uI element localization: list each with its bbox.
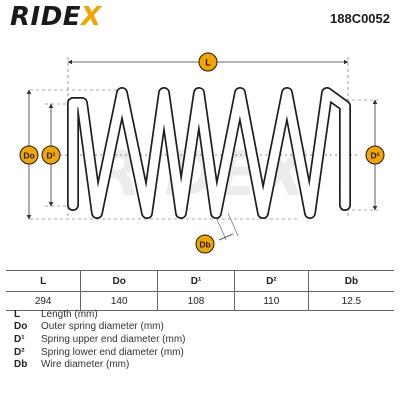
legend-item: L Length (mm) [14, 308, 186, 321]
value-length: 294 [6, 291, 81, 311]
label-length: L [198, 52, 218, 72]
label-upper-end-diameter: D¹ [41, 145, 61, 165]
legend-text: Wire diameter (mm) [41, 359, 130, 371]
brand-logo-x: X [81, 2, 102, 32]
header-lower-end-diameter: D² [233, 270, 309, 292]
legend-key: Db [14, 359, 28, 371]
part-number: 188C0052 [330, 11, 390, 26]
spec-table: L Do D¹ D² Db 294 140 108 110 12.5 [6, 270, 394, 311]
label-length-text: L [205, 58, 211, 68]
label-outer-diameter-text: Do [23, 151, 34, 161]
spec-table-value-row: 294 140 108 110 12.5 [6, 291, 394, 311]
value-wire-diameter: 12.5 [307, 291, 394, 311]
legend-item: Do Outer spring diameter (mm) [14, 321, 186, 334]
header-length: L [6, 270, 81, 292]
label-lower-end-diameter-text: D² [371, 151, 380, 161]
label-lower-end-diameter: D² [365, 145, 385, 165]
label-wire-diameter-text: Db [199, 240, 210, 250]
wire-extension-left [215, 216, 227, 241]
wire-dimension-line [218, 233, 234, 241]
header-upper-end-diameter: D¹ [157, 270, 235, 292]
spring-coil-fill [68, 88, 350, 218]
legend-item: D² Spring lower end diameter (mm) [14, 346, 186, 359]
legend-item: Db Wire diameter (mm) [14, 358, 186, 371]
brand-logo-text: RIDE [10, 2, 82, 32]
legend-key: D² [14, 346, 25, 358]
legend-key: D¹ [14, 333, 25, 345]
legend: L Length (mm) Do Outer spring diameter (… [14, 308, 186, 371]
legend-text: Spring upper end diameter (mm) [41, 333, 186, 345]
header-wire-diameter: Db [307, 270, 394, 292]
label-wire-diameter: Db [195, 234, 215, 254]
legend-text: Outer spring diameter (mm) [41, 321, 164, 333]
header-outer-diameter: Do [80, 270, 158, 292]
legend-item: D¹ Spring upper end diameter (mm) [14, 333, 186, 346]
spec-table-header-row: L Do D¹ D² Db [6, 270, 394, 292]
spring-diagram: RIDEX L Do D¹ D² Db [19, 52, 385, 254]
legend-text: Length (mm) [41, 308, 98, 320]
label-upper-end-diameter-text: D¹ [47, 151, 56, 161]
legend-key: L [14, 308, 21, 320]
label-outer-diameter: Do [19, 145, 39, 165]
legend-text: Spring lower end diameter (mm) [41, 346, 184, 358]
value-upper-end-diameter: 108 [157, 291, 235, 311]
brand-logo: RIDEX [10, 2, 102, 32]
header: RIDEX 188C0052 [0, 0, 400, 38]
wire-extension-right [227, 212, 239, 237]
value-lower-end-diameter: 110 [233, 291, 309, 311]
value-outer-diameter: 140 [80, 291, 158, 311]
legend-key: Do [14, 321, 28, 333]
